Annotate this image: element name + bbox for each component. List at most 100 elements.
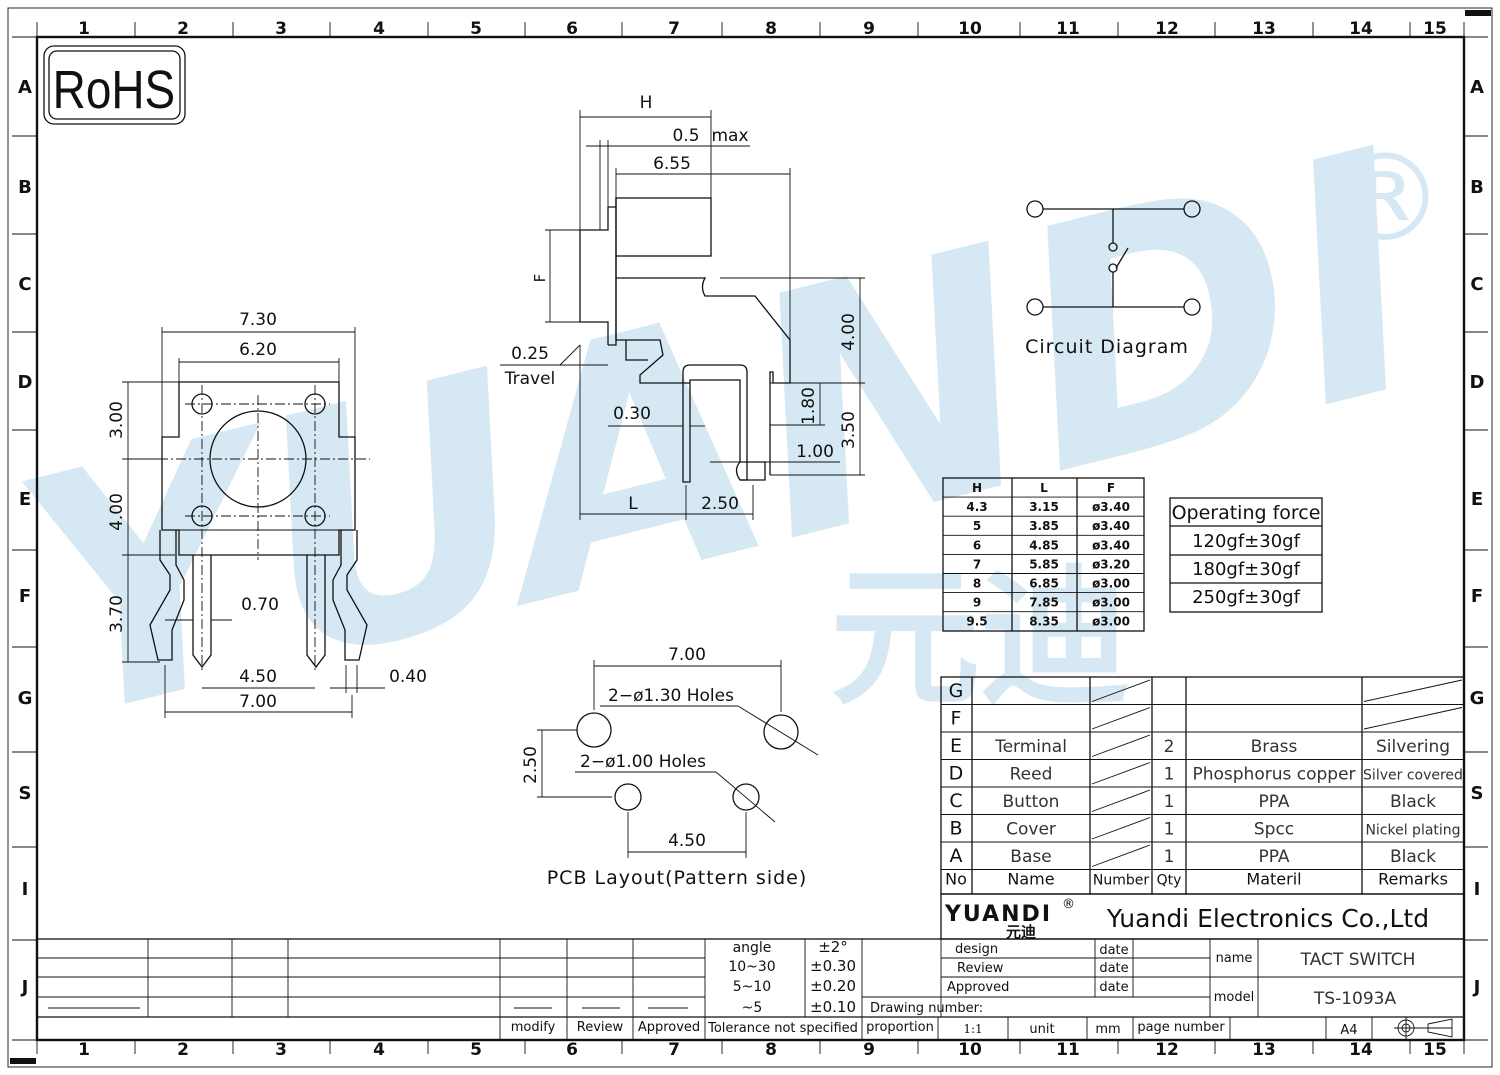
pcb-dim-2-50: 2.50 (521, 746, 541, 784)
dim-h: H (640, 93, 653, 113)
column-label: 12 (1155, 19, 1179, 39)
column-label: 15 (1423, 1040, 1447, 1060)
bom-header-name: Name (1007, 870, 1054, 889)
label-drawing-number: Drawing number: (870, 1001, 983, 1016)
row-label: I (1474, 879, 1481, 900)
label-review-right: Review (957, 961, 1004, 976)
bom-no: C (949, 790, 962, 812)
label-review: Review (577, 1020, 624, 1035)
tolerance-value: ±0.10 (810, 998, 856, 1016)
column-label: 6 (566, 19, 578, 39)
column-label: 14 (1349, 1040, 1373, 1060)
bom-no: A (950, 845, 963, 867)
hlf-cell: 9 (973, 596, 981, 610)
column-label: 8 (765, 19, 777, 39)
company-logo-reg: ® (1062, 897, 1075, 912)
dim-f: F (531, 274, 549, 283)
row-label: C (18, 274, 31, 295)
hlf-cell: 5.85 (1029, 557, 1059, 571)
column-label: 9 (863, 1040, 875, 1060)
name-value: TACT SWITCH (1300, 950, 1416, 970)
column-label: 12 (1155, 1040, 1179, 1060)
column-label: 14 (1349, 19, 1373, 39)
column-label: 4 (373, 1040, 385, 1060)
row-label: C (1470, 274, 1483, 295)
column-label: 9 (863, 19, 875, 39)
bom-material: Spcc (1254, 820, 1294, 840)
bom-name: Cover (1006, 820, 1056, 840)
hlf-cell: ø3.00 (1092, 577, 1130, 591)
watermark-registered: ® (1325, 130, 1445, 269)
label-design: design (955, 942, 998, 957)
paper-size: A4 (1340, 1023, 1357, 1038)
dim-3-00: 3.00 (107, 401, 127, 439)
bom-remarks: Nickel plating (1365, 823, 1460, 839)
watermark-chinese: 元迪 (830, 552, 1130, 726)
dim-6-20: 6.20 (239, 340, 277, 360)
unit-value: mm (1095, 1022, 1120, 1037)
column-label: 3 (275, 1040, 287, 1060)
hlf-cell: ø3.00 (1092, 596, 1130, 610)
row-label: J (20, 977, 29, 998)
label-date-3: date (1099, 980, 1128, 995)
label-date-2: date (1099, 961, 1128, 976)
pcb-holes-100: 2−ø1.00 Holes (580, 752, 706, 772)
bom-name: Terminal (994, 737, 1067, 757)
force-row-3: 250gf±30gf (1192, 587, 1301, 608)
dim-3-50: 3.50 (839, 411, 859, 449)
tolerance-value: ±0.30 (810, 957, 856, 975)
front-view: 7.30 6.20 3.00 4.00 3.70 0.70 4.50 0.40 … (107, 310, 427, 718)
bom-qty: 2 (1164, 737, 1175, 757)
row-label: E (1471, 489, 1483, 510)
bom-header-remarks: Remarks (1378, 870, 1448, 889)
column-label: 3 (275, 19, 287, 39)
column-label: 6 (566, 1040, 578, 1060)
hlf-cell: 7 (973, 557, 981, 571)
label-approved: Approved (638, 1020, 700, 1035)
dim-4-00-vertical: 4.00 (107, 493, 127, 531)
bom-qty: 1 (1164, 847, 1175, 867)
row-label: S (19, 783, 32, 804)
tolerance-range: 10~30 (728, 959, 775, 975)
row-label: G (18, 688, 33, 709)
hlf-cell: ø3.40 (1092, 519, 1130, 533)
bom-header-no: No (945, 870, 967, 889)
dim-0-5: 0.5 (672, 126, 699, 146)
hlf-cell: 3.15 (1029, 500, 1059, 514)
pcb-dim-4-50: 4.50 (668, 831, 706, 851)
row-label: F (19, 586, 31, 607)
tolerance-range: ~5 (742, 1000, 763, 1016)
hlf-cell: 6 (973, 538, 981, 552)
row-label: A (18, 77, 32, 98)
projection-symbol-icon (1394, 1017, 1453, 1040)
column-label: 13 (1252, 1040, 1276, 1060)
circuit-diagram: Circuit Diagram (1025, 200, 1201, 358)
hlf-cell: 4.85 (1029, 538, 1059, 552)
hlf-cell: 8.35 (1029, 615, 1059, 629)
column-label: 10 (958, 19, 982, 39)
row-label: S (1471, 783, 1484, 804)
label-date-1: date (1099, 943, 1128, 958)
dim-1-80: 1.80 (799, 387, 819, 425)
column-label: 10 (958, 1040, 982, 1060)
force-header: Operating force (1172, 502, 1321, 524)
hlf-cell: ø3.40 (1092, 500, 1130, 514)
hlf-cell: ø3.00 (1092, 615, 1130, 629)
company-row: YUANDI 元迪 ® Yuandi Electronics Co.,Ltd (940, 893, 1465, 941)
dim-max-word: max (711, 126, 748, 146)
bom-name: Reed (1010, 765, 1053, 785)
row-label: I (22, 879, 29, 900)
operating-force-table: Operating force 120gf±30gf 180gf±30gf 25… (1169, 497, 1323, 613)
hlf-cell: 4.3 (966, 500, 987, 514)
label-model: model (1214, 990, 1254, 1005)
tolerance-value: ±2° (818, 938, 848, 956)
bom-name: Button (1003, 792, 1060, 812)
bom-no: F (951, 708, 962, 730)
bom-qty: 1 (1164, 765, 1175, 785)
column-label: 8 (765, 1040, 777, 1060)
